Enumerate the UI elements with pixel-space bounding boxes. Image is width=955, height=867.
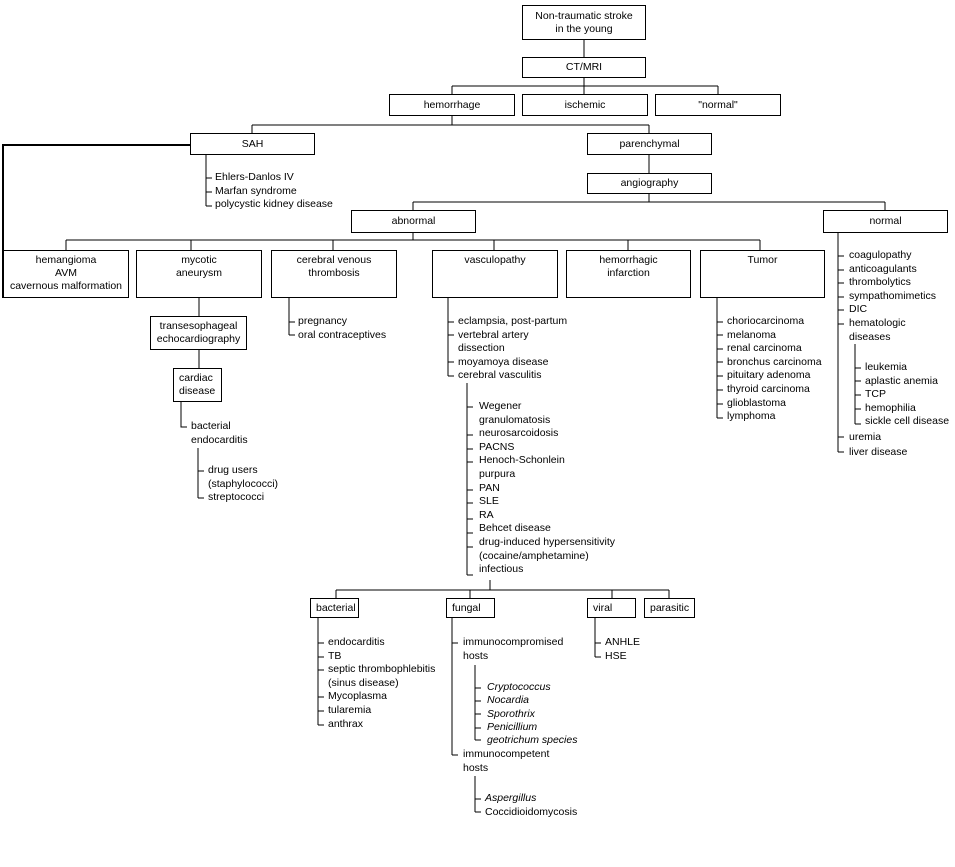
node-viral: viral [587,598,636,618]
list-item: anthrax [328,717,364,730]
node-hemorrhagic-infarction: hemorrhagic infarction [566,250,691,298]
node-vasculopathy: vasculopathy [432,250,558,298]
list-item: PAN [479,481,500,494]
list-item: bacterial endocarditis [191,420,248,446]
list-item: coagulopathy [849,249,912,261]
node-bacterial: bacterial [310,598,359,618]
list-fungal-compromised: immunocompromised hosts [463,636,563,663]
list-item: Behcet disease [479,522,551,535]
node-fungal: fungal [446,598,495,618]
list-item: immunocompromised hosts [463,636,564,662]
node-abnormal: abnormal [351,210,476,233]
node-transesophageal-echo: transesophageal echocardiography [150,316,247,350]
list-item: thyroid carcinoma [727,382,810,395]
node-tumor: Tumor [700,250,825,298]
list-item: hematologic diseases [849,316,906,343]
node-parenchymal: parenchymal [587,133,712,155]
list-item: TB [328,649,342,662]
list-item: endocarditis [328,636,385,648]
list-item: lymphoma [727,410,776,423]
node-root: Non-traumatic stroke in the young [522,5,646,40]
list-item: liver disease [849,446,908,458]
node-cardiac-disease: cardiac disease [173,368,222,402]
list-item: Cryptococcus [487,681,551,693]
list-item: Mycoplasma [328,690,387,703]
list-item: geotrichum species [487,734,578,747]
list-item: hemophilia [865,401,916,414]
list-item: SLE [479,495,499,508]
node-angiography: angiography [587,173,712,194]
node-mycotic-aneurysm: mycotic aneurysm [136,250,262,298]
node-hemorrhage: hemorrhage [389,94,515,116]
list-item: Coccidioidomycosis [485,805,578,818]
list-item: polycystic kidney disease [215,198,333,211]
list-item: drug-induced hypersensitivity (cocaine/a… [479,535,615,562]
list-item: immunocompetent hosts [463,748,550,774]
list-item: pregnancy [298,315,348,327]
list-item: RA [479,508,494,521]
list-item: PACNS [479,440,515,453]
list-item: vertebral artery dissection [458,328,529,355]
list-item: tularemia [328,703,372,716]
list-item: oral contraceptives [298,328,387,341]
node-hemangioma: hemangioma AVM cavernous malformation [3,250,129,298]
list-item: neurosarcoidosis [479,427,559,440]
list-item: aplastic anemia [865,374,938,387]
list-item: Aspergillus [485,792,537,804]
list-item: moyamoya disease [458,355,549,368]
list-item: HSE [605,649,627,662]
list-item: ANHLE [605,636,641,648]
list-item: Marfan syndrome [215,184,297,197]
list-item: drug users (staphylococci) [208,464,279,490]
list-item: septic thrombophlebitis (sinus disease) [328,663,436,689]
node-normal: normal [823,210,948,233]
list-item: glioblastoma [727,396,786,409]
node-sah: SAH [190,133,315,155]
list-normal-tail: uremia liver disease [849,430,907,460]
list-item: Wegener granulomatosis [479,400,551,426]
list-item: anticoagulants [849,262,917,275]
list-item: DIC [849,303,868,316]
list-endocarditis: drug users (staphylococci)streptococci [208,464,278,505]
list-item: Sporothrix [487,707,535,720]
node-ischemic: ischemic [522,94,648,116]
list-cardiac: bacterial endocarditis [191,420,248,447]
list-item: eclampsia, post-partum [458,315,568,327]
list-fungal-competent: immunocompetent hosts [463,748,549,775]
list-item: Penicillium [487,720,538,733]
list-item: choriocarcinoma [727,315,805,327]
list-item: streptococci [208,491,265,504]
list-item: TCP [865,388,886,401]
list-item: leukemia [865,361,908,373]
node-ct-mri: CT/MRI [522,57,646,78]
list-item: uremia [849,431,882,443]
node-normal-quoted: "normal" [655,94,781,116]
list-item: pituitary adenoma [727,369,811,382]
node-parasitic: parasitic [644,598,695,618]
node-cerebral-venous-thrombosis: cerebral venous thrombosis [271,250,397,298]
list-item: sympathomimetics [849,289,936,302]
list-item: Henoch-Schonlein purpura [479,454,565,480]
list-item: sickle cell disease [865,415,950,428]
list-item: bronchus carcinoma [727,355,822,368]
list-item: Ehlers-Danlos IV [215,171,294,183]
list-item: cerebral vasculitis [458,369,542,382]
list-item: Nocardia [487,694,530,707]
list-item: melanoma [727,328,777,341]
list-item: renal carcinoma [727,342,802,355]
list-item: infectious [479,563,524,576]
list-item: thrombolytics [849,276,911,289]
